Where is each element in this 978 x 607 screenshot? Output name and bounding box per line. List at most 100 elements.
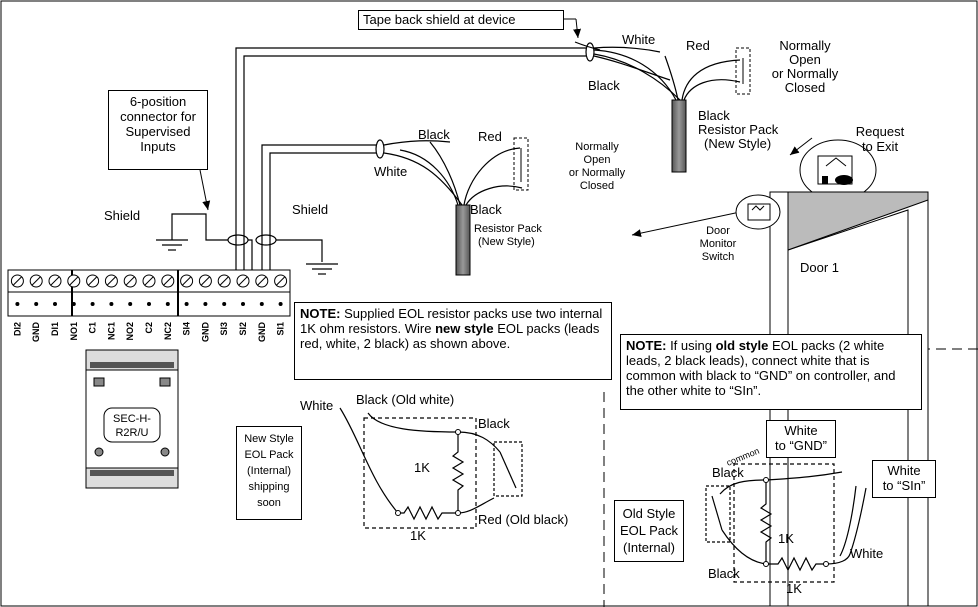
new-black-label: Black [478,416,510,431]
resistor-pack-top [671,99,687,173]
request-to-exit-2: to Exit [862,139,899,154]
connector-line-4: Inputs [140,139,176,154]
old-node-3 [823,561,829,567]
terminal-screw-slot [201,276,210,286]
door-monitor-arrow [631,211,741,238]
terminal-hole [71,302,76,306]
no-nc-top-1: Normally [779,38,831,53]
tape-arrow [573,18,582,39]
note-old-b1: old style [715,338,769,353]
terminal-label: GND [31,322,41,343]
terminal-hole [184,302,189,306]
connector-line-2: connector for [120,109,196,124]
terminal-hole [259,302,264,306]
resistor-pack-top-1: Resistor Pack [698,122,779,137]
no-nc-mid-4: Closed [580,180,614,192]
old-r1-label: 1K [778,531,794,546]
terminal-hole [203,302,208,306]
door-monitor-1: Door [706,225,730,237]
cable-top [235,41,741,270]
new-style-line-2: EOL Pack [244,449,294,461]
terminal-screw-slot [144,276,154,286]
resistor-pack-mid-1: Resistor Pack [474,223,542,235]
shield-left-label: Shield [104,208,140,223]
note-old-t1: If using [666,338,716,353]
no-nc-mid-2: Open [584,154,611,166]
old-black-bottom-label: Black [708,566,740,581]
terminal-strip [7,269,291,317]
terminal-screw-slot [69,276,79,286]
terminal-label: SI4 [182,322,192,336]
node-1 [395,510,401,516]
terminal-screw-slot [31,276,41,286]
old-style-line-1: Old Style [622,506,676,521]
terminal-screw-slot [276,276,285,286]
white-sin-line-2: to “SIn” [882,478,926,493]
note-new-style: NOTE: Supplied EOL resistor packs use tw… [294,302,612,380]
terminal-hole [222,302,227,306]
white-gnd-line-1: White [784,423,818,438]
old-style-line-3: (Internal) [622,540,676,555]
device-label-2: R2R/U [115,427,148,439]
note-new-prefix: NOTE: [300,306,341,321]
no-nc-top-4: Closed [785,80,825,95]
old-style-line-2: EOL Pack [619,523,679,538]
note-old-t2: EOL packs (2 white leads, 2 black leads)… [626,338,896,398]
white-gnd-line-2: to “GND” [775,438,827,453]
door-label: Door 1 [800,260,839,275]
red-mid-label: Red [478,129,502,144]
new-style-eol-box: New Style EOL Pack (Internal) shipping s… [236,426,302,520]
black-rp-top-label: Black [698,108,730,123]
terminal-hole [15,302,20,306]
new-style-line-4: shipping [248,481,290,493]
door-monitor-2: Monitor [700,238,737,250]
resistor-pack-top-2: (New Style) [704,136,771,151]
old-black-top-label: Black [712,465,744,480]
terminal-hole [128,302,133,306]
terminal-label: SI2 [238,322,248,336]
new-r2-label: 1K [410,528,426,543]
new-red-old-black-label: Red (Old black) [478,512,568,527]
terminal-screw-slot [13,276,22,286]
switch-top-box [735,47,751,95]
terminal-hole [165,302,170,306]
connector-callout: 6-position connector for Supervised Inpu… [108,90,208,170]
rte-arrow [789,137,813,156]
white-sin-line-1: White [887,463,921,478]
black-rp-mid-label: Black [470,202,502,217]
old-white-label: White [850,546,883,561]
terminal-screw-slot [219,276,229,286]
note-new-b1: new style [435,321,494,336]
connector-arrow [199,169,211,211]
terminal-screw-slot [257,276,267,286]
terminal-screw-slot [238,276,248,286]
no-nc-top-2: Open [789,52,821,67]
old-r2-label: 1K [786,581,802,596]
no-nc-mid-3: or Normally [569,167,626,179]
old-node-1 [763,477,769,483]
node-3 [455,429,461,435]
black-mid-label: Black [418,127,450,142]
white-top-label: White [622,32,655,47]
terminal-label: DI1 [50,322,60,336]
terminal-label: SI1 [276,322,286,336]
new-r1-label: 1K [414,460,430,475]
terminal-hole [53,302,57,306]
white-mid-label: White [374,164,407,179]
switch-mid-box [513,137,529,191]
tape-back-callout: Tape back shield at device [358,10,564,30]
new-style-line-5: soon [257,497,281,509]
resistor-pack-mid-2: (New Style) [478,236,535,248]
cable-mid [261,139,523,270]
note-old-prefix: NOTE: [626,338,667,353]
white-to-gnd-box: White to “GND” [766,420,836,458]
new-white-label: White [300,398,333,413]
terminal-label: NO2 [125,322,135,341]
terminal-screw-slot [50,276,60,286]
terminal-label: NC1 [106,322,116,340]
terminal-hole [34,302,39,306]
new-style-line-3: (Internal) [246,465,292,477]
